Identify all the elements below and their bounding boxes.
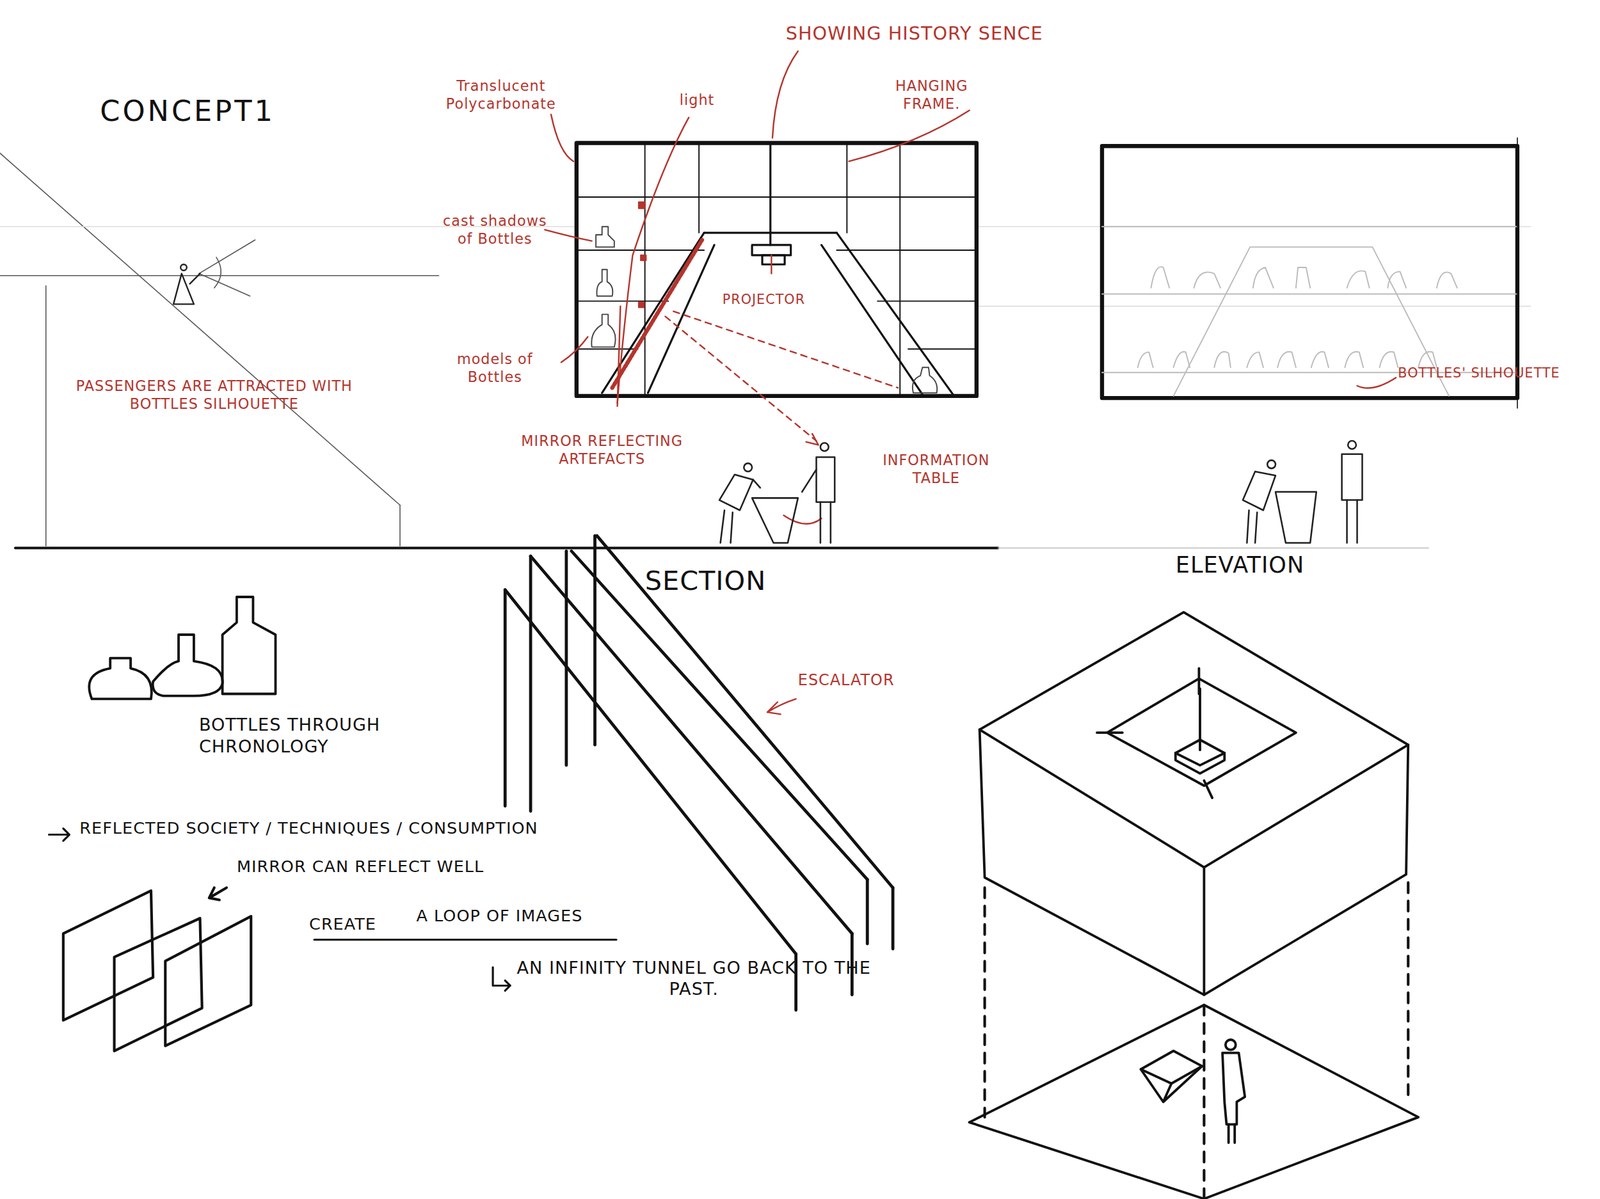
- ground-line: [15, 546, 998, 550]
- concept-title: CONCEPT1: [99, 94, 276, 130]
- people-at-table: [719, 442, 835, 543]
- sketch-note: CREATE: [309, 914, 377, 936]
- sketch-note: A LOOP OF IMAGES: [416, 906, 584, 927]
- sketch-note: INFORMATION TABLE: [872, 451, 1000, 488]
- sketch-note: SHOWING HISTORY SENCE: [785, 22, 1044, 46]
- station-sketch: [0, 152, 440, 546]
- mirror-frames: [63, 887, 251, 1051]
- sketch-note: MIRROR REFLECTING ARTEFACTS: [489, 432, 715, 469]
- leader-lines: [544, 51, 1396, 525]
- sketch-note: cast shadows of Bottles: [439, 212, 552, 249]
- arrow-symbol: [492, 967, 511, 992]
- people-at-table: [1242, 440, 1363, 543]
- ground-line: [997, 547, 1429, 550]
- sketch-note: ELEVATION: [1175, 551, 1305, 580]
- sketch-note: HANGING FRAME.: [875, 77, 988, 114]
- sketch-note: MIRROR CAN REFLECT WELL: [236, 856, 484, 878]
- sketch-note: models of Bottles: [449, 350, 541, 387]
- sketch-note: PROJECTOR: [722, 291, 806, 309]
- passenger-figure: [173, 264, 200, 304]
- underline: [314, 938, 617, 941]
- bottle-sketches: [88, 597, 276, 699]
- floor-plane: [969, 1005, 1419, 1199]
- projection-lines: [984, 882, 1409, 1199]
- sketch-note: Translucent Polycarbonate: [434, 77, 568, 114]
- sketch-note: BOTTLES THROUGH CHRONOLOGY: [199, 714, 414, 758]
- sketch-note: BOTTLES' SILHOUETTE: [1397, 365, 1560, 383]
- sketch-note: light: [679, 91, 715, 110]
- sketch-note: SECTION: [645, 565, 767, 599]
- isometric-box: [979, 612, 1409, 996]
- sketch-note: AN INFINITY TUNNEL GO BACK TO THE PAST.: [515, 957, 873, 1001]
- arrow-symbol: [49, 828, 70, 841]
- sketch-note: REFLECTED SOCIETY / TECHNIQUES / CONSUMP…: [79, 818, 538, 840]
- sketch-note: ESCALATOR: [798, 671, 895, 691]
- section-drawing: [576, 143, 977, 397]
- sketch-note: PASSENGERS ARE ATTRACTED WITH BOTTLES SI…: [56, 377, 373, 414]
